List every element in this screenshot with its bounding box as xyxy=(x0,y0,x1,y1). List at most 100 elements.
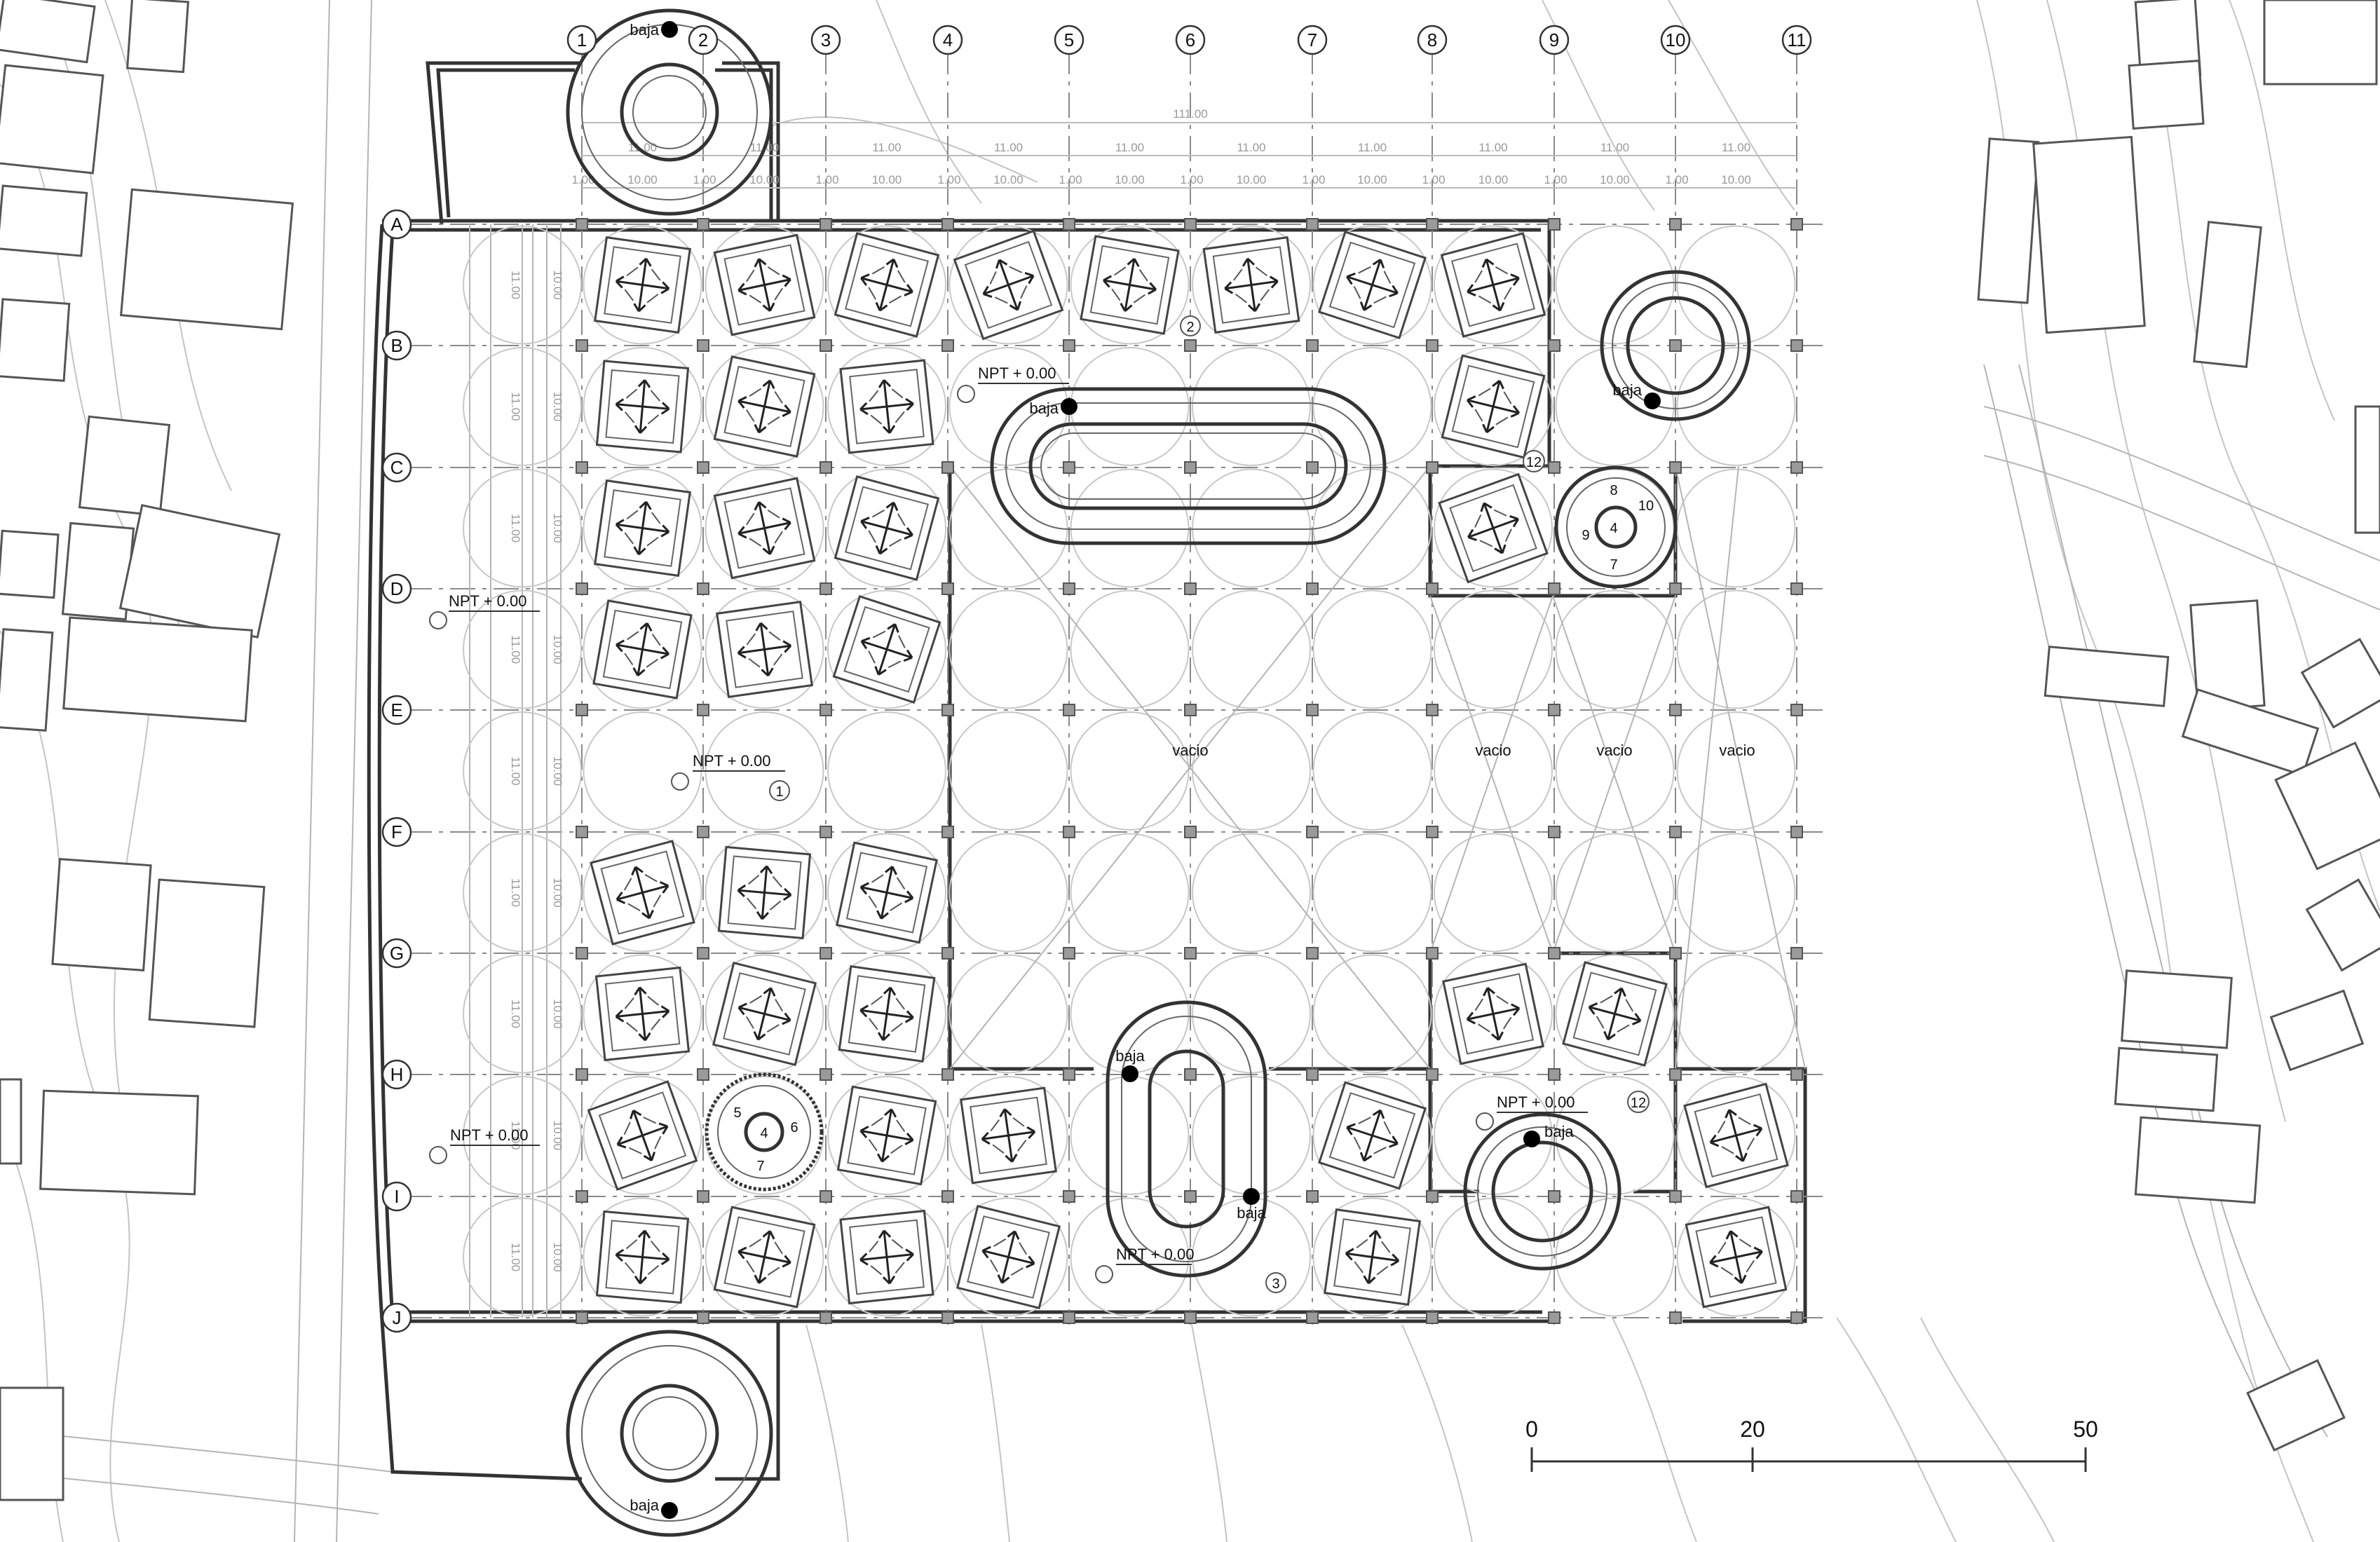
floor-pattern-circle xyxy=(827,468,946,588)
pavilion-inner xyxy=(727,855,802,930)
grid-bubble-row xyxy=(381,817,412,847)
pavilion-inner xyxy=(726,610,803,688)
pavilion-inner xyxy=(1572,971,1657,1056)
pavilion-inner xyxy=(1449,484,1537,573)
pavilion-detail xyxy=(745,995,784,1033)
grid-bubble-col xyxy=(1781,25,1812,55)
floor-pattern-circle xyxy=(827,225,946,345)
grid-bubble-label-row: D xyxy=(390,578,404,599)
column xyxy=(1063,461,1075,474)
column xyxy=(820,826,832,838)
column xyxy=(1184,1068,1197,1081)
west-strip-grid xyxy=(469,224,562,1318)
column xyxy=(576,218,588,231)
floor-pattern-circle xyxy=(1312,589,1432,709)
column xyxy=(1426,704,1439,716)
column xyxy=(941,339,954,352)
pavilion-cross xyxy=(1467,258,1520,312)
marker-dot xyxy=(1523,1131,1540,1147)
column xyxy=(1548,704,1560,716)
pavilion-unit xyxy=(834,232,940,338)
floor-pattern-circle xyxy=(1070,589,1190,709)
column xyxy=(1426,461,1439,474)
pavilion-detail xyxy=(869,995,905,1032)
column xyxy=(941,826,954,838)
floor-pattern-circle xyxy=(827,347,946,466)
pavilion-detail xyxy=(1353,1117,1392,1154)
grid-bubble-label-row: J xyxy=(393,1307,402,1328)
pavilion-unit xyxy=(1202,236,1300,334)
floor-pattern-circle xyxy=(1676,1076,1796,1195)
floor-pattern-circle xyxy=(1312,468,1432,588)
pavilion-unit xyxy=(953,229,1064,341)
pavilion-cross xyxy=(859,1108,914,1163)
stair-tower-south xyxy=(1463,1112,1621,1271)
pavilion-inner xyxy=(602,609,683,690)
floor-pattern-circle xyxy=(1312,225,1432,345)
column xyxy=(697,704,709,716)
floor-pattern-circle xyxy=(1555,711,1675,831)
room-number-12b: 12 xyxy=(1631,1096,1646,1111)
pavilion-cross xyxy=(859,986,914,1042)
floor-pattern-circle xyxy=(463,833,582,953)
circulation-ramps xyxy=(566,8,1751,1537)
floor-pattern-circle xyxy=(705,1197,824,1317)
dimension-inner: 10.00 xyxy=(993,173,1024,186)
floor-pattern-circle xyxy=(463,1197,582,1317)
floor-pattern-circle xyxy=(583,833,702,953)
floor-pattern-circle xyxy=(583,1197,702,1317)
pavilion-detail xyxy=(623,873,662,912)
column xyxy=(941,704,954,716)
column xyxy=(697,1068,709,1081)
dimension-lines: 111.00 xyxy=(582,107,1797,189)
column xyxy=(576,826,588,838)
floor-pattern-circle xyxy=(1555,833,1675,953)
marker-dot xyxy=(661,1502,678,1519)
column xyxy=(820,1311,832,1324)
floor-pattern-circle xyxy=(1676,833,1796,953)
floor-pattern-circle xyxy=(1555,1076,1675,1195)
dimension-inner: 10.00 xyxy=(1721,173,1751,186)
dimension-total: 111.00 xyxy=(1173,107,1207,121)
grid-bubble-label-row: G xyxy=(390,943,404,964)
pavilion-unit xyxy=(838,965,936,1063)
grid-bubble-col xyxy=(810,25,841,55)
pavilion-detail xyxy=(868,630,906,669)
column xyxy=(941,947,954,960)
grid-bubble-label-row: B xyxy=(390,335,402,356)
column xyxy=(697,826,709,838)
column xyxy=(576,947,588,960)
pavilion-unit xyxy=(716,601,813,698)
pavilion-unit xyxy=(836,1085,937,1186)
structural-columns xyxy=(576,218,1803,1324)
pavilion-cross xyxy=(859,1229,914,1285)
pavilion-unit xyxy=(594,236,691,334)
pavilion-detail xyxy=(868,1117,906,1154)
dimension-offset: 1.00 xyxy=(815,173,838,186)
column xyxy=(1790,826,1803,838)
pavilion-unit xyxy=(1438,472,1549,584)
pavilion-detail xyxy=(1354,1239,1391,1276)
dimension-texts: 11.0010.001.0011.0010.001.0011.0010.001.… xyxy=(509,141,1751,1272)
column xyxy=(1306,1190,1319,1203)
scale-tick-50: 50 xyxy=(2073,1417,2098,1442)
pavilion-inner xyxy=(600,850,685,935)
pavilion-detail xyxy=(1474,266,1512,304)
neighbouring-buildings xyxy=(0,0,2380,1501)
pavilion-inner xyxy=(1212,246,1291,324)
dimension-row-inner: 10.00 xyxy=(551,270,564,300)
column xyxy=(697,461,709,474)
pavilion-cross xyxy=(859,379,914,434)
column xyxy=(820,339,832,352)
column xyxy=(1063,1190,1075,1203)
floor-pattern-circle xyxy=(1434,589,1553,709)
pavilion-cross xyxy=(1709,1230,1763,1284)
column xyxy=(697,1311,709,1324)
pavilion-detail xyxy=(624,388,661,425)
column xyxy=(1426,339,1439,352)
pavilion-inner xyxy=(845,852,928,934)
pavilion-detail xyxy=(868,874,906,911)
floor-pattern-circle xyxy=(1192,833,1311,953)
dimension-row-bay: 11.00 xyxy=(509,271,522,299)
pavilion-unit xyxy=(1441,354,1546,459)
